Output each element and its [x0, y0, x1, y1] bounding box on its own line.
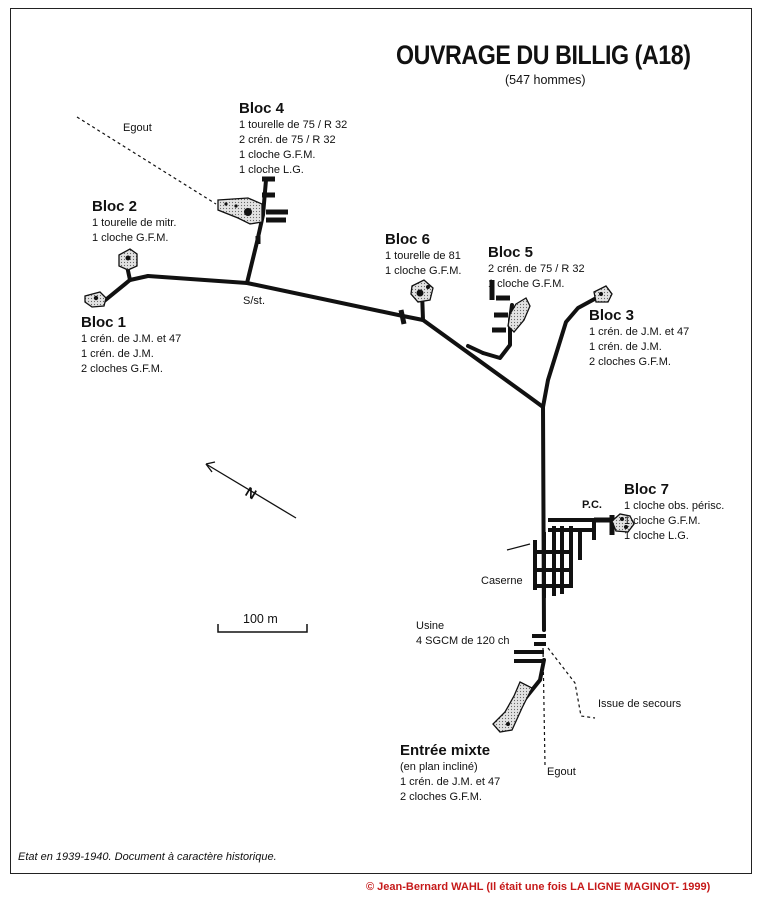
scale-label: 100 m [243, 612, 278, 626]
bloc7-label: Bloc 7 1 cloche obs. périsc. 1 cloche G.… [624, 481, 724, 544]
embrasures [255, 176, 510, 333]
entree-label: Entrée mixte (en plan incliné) 1 crén. d… [400, 742, 500, 805]
entree-line: 1 crén. de J.M. et 47 [400, 776, 501, 788]
bloc6-name: Bloc 6 [385, 231, 431, 248]
sst-label: S/st. [243, 295, 266, 307]
issue-label: Issue de secours [598, 698, 682, 710]
bloc7-line: 1 cloche G.F.M. [624, 515, 701, 527]
caserne-label: Caserne [481, 575, 523, 587]
bloc-shapes [84, 197, 635, 733]
map-frame [10, 8, 752, 874]
cloches [93, 202, 628, 726]
bloc6-label: Bloc 6 1 tourelle de 81 1 cloche G.F.M. [385, 231, 461, 279]
bloc7-line: 1 cloche L.G. [624, 530, 689, 542]
bloc4-line: 1 cloche L.G. [239, 164, 304, 176]
bloc7-name: Bloc 7 [624, 481, 670, 498]
caserne-spur [506, 543, 531, 551]
bloc4-line: 1 cloche G.F.M. [239, 149, 316, 161]
bloc3-name: Bloc 3 [589, 307, 635, 324]
bloc3-line: 2 cloches G.F.M. [589, 356, 671, 368]
bloc3-line: 1 crén. de J.M. et 47 [589, 326, 690, 338]
entree-shape [492, 681, 533, 733]
bloc1-line: 1 crén. de J.M. [81, 348, 154, 360]
entree-line: (en plan incliné) [400, 761, 478, 773]
bloc1-name: Bloc 1 [81, 314, 127, 331]
bloc3-label: Bloc 3 1 crén. de J.M. et 47 1 crén. de … [589, 307, 689, 370]
bloc5-line: 2 crén. de 75 / R 32 [488, 263, 585, 275]
bloc1-line: 2 cloches G.F.M. [81, 363, 163, 375]
bloc1-line: 1 crén. de J.M. et 47 [81, 333, 182, 345]
bloc4-line: 2 crén. de 75 / R 32 [239, 134, 336, 146]
bloc5-label: Bloc 5 2 crén. de 75 / R 32 1 cloche G.F… [488, 244, 585, 292]
bloc5-name: Bloc 5 [488, 244, 534, 261]
entree-name: Entrée mixte [400, 742, 491, 759]
bloc1-label: Bloc 1 1 crén. de J.M. et 47 1 crén. de … [81, 314, 181, 377]
bloc5-shape [507, 297, 531, 333]
north-arrow [205, 461, 297, 519]
bloc4-name: Bloc 4 [239, 100, 285, 117]
copyright: © Jean-Bernard WAHL (Il était une fois L… [366, 881, 711, 893]
egout-label-top: Egout [123, 122, 152, 134]
usine-detail: 4 SGCM de 120 ch [416, 635, 510, 647]
bloc2-line: 1 cloche G.F.M. [92, 232, 169, 244]
usine-label: Usine [416, 620, 445, 632]
bloc4-shape [217, 197, 263, 225]
caserne-galleries [514, 518, 596, 663]
scale-bar [217, 624, 308, 633]
footer-note: Etat en 1939-1940. Document à caractère … [18, 851, 277, 863]
map-title: OUVRAGE DU BILLIG (A18) [396, 40, 691, 70]
bloc4-line: 1 tourelle de 75 / R 32 [239, 119, 348, 131]
bloc5-line: 1 cloche G.F.M. [488, 278, 565, 290]
pc-label: P.C. [582, 499, 602, 511]
egout-label-bottom: Egout [547, 766, 576, 778]
pc-block [594, 515, 615, 535]
bloc2-label: Bloc 2 1 tourelle de mitr. 1 cloche G.F.… [92, 198, 176, 246]
bloc6-line: 1 cloche G.F.M. [385, 265, 462, 277]
bloc7-shape [611, 513, 635, 533]
entree-line: 2 cloches G.F.M. [400, 791, 482, 803]
bloc2-line: 1 tourelle de mitr. [92, 217, 177, 229]
bloc6-line: 1 tourelle de 81 [385, 250, 461, 262]
bloc3-line: 1 crén. de J.M. [589, 341, 662, 353]
map-subtitle: (547 hommes) [505, 73, 586, 87]
bloc2-name: Bloc 2 [92, 198, 138, 215]
bloc7-line: 1 cloche obs. périsc. [624, 500, 725, 512]
bloc4-label: Bloc 4 1 tourelle de 75 / R 32 2 crén. d… [239, 100, 347, 178]
